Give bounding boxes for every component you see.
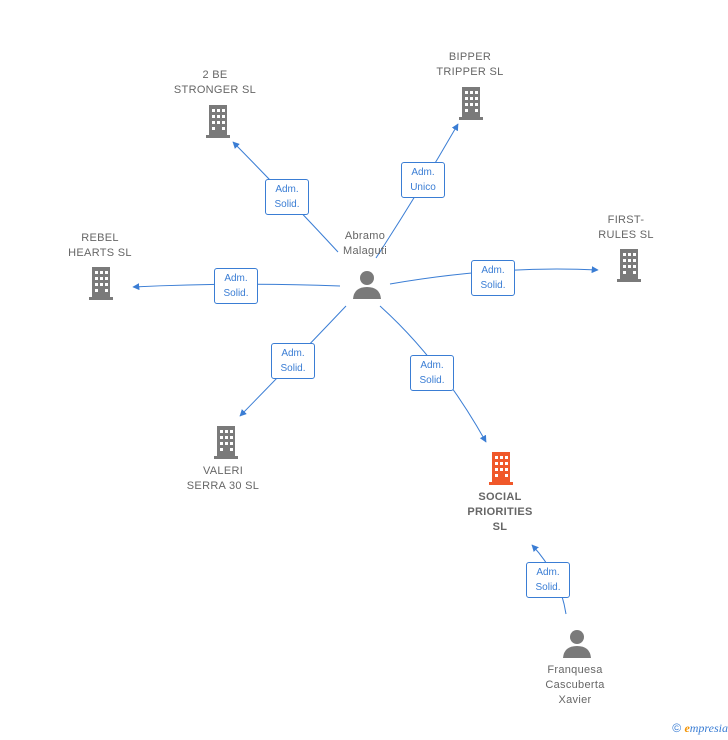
edge-label-valeri: Adm. Solid. — [271, 343, 315, 379]
building-icon[interactable] — [203, 104, 233, 138]
node-label-valeri-serra[interactable]: VALERI SERRA 30 SL — [186, 465, 260, 492]
node-label-bipper-tripper[interactable]: BIPPER TRIPPER SL — [436, 51, 504, 78]
building-icon[interactable] — [614, 248, 644, 282]
node-label-first-rules[interactable]: FIRST- RULES SL — [598, 214, 654, 241]
person-icon[interactable] — [351, 268, 383, 300]
edge-label-bipper: Adm. Unico — [401, 162, 445, 198]
edge-lines — [132, 123, 599, 615]
edge-label-social: Adm. Solid. — [410, 355, 454, 391]
node-label-2be-stronger[interactable]: 2 BE STRONGER SL — [173, 69, 257, 96]
node-label-center-person[interactable]: Abramo Malaguti — [343, 230, 387, 257]
person-icon[interactable] — [561, 627, 593, 659]
edge-label-2be: Adm. Solid. — [265, 179, 309, 215]
copyright-symbol: © — [672, 721, 682, 735]
edge-label-franquesa: Adm. Solid. — [526, 562, 570, 598]
building-icon[interactable] — [86, 266, 116, 300]
brand-watermark: © empresia — [672, 721, 728, 736]
building-icon[interactable] — [456, 86, 486, 120]
node-label-social-priorities[interactable]: SOCIAL PRIORITIES SL — [467, 491, 533, 533]
building-icon[interactable] — [211, 425, 241, 459]
building-icon-focus[interactable] — [486, 451, 516, 485]
node-label-franquesa[interactable]: Franquesa Cascuberta Xavier — [545, 664, 605, 706]
edge-label-rebel: Adm. Solid. — [214, 268, 258, 304]
brand-logo: empresia — [684, 721, 728, 735]
edge-label-first: Adm. Solid. — [471, 260, 515, 296]
node-label-rebel-hearts[interactable]: REBEL HEARTS SL — [68, 232, 132, 259]
